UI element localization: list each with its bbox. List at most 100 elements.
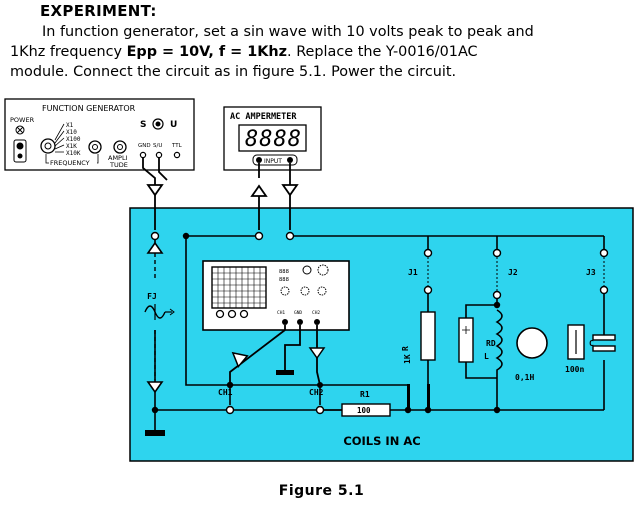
oscilloscope-knob-3[interactable] — [280, 286, 290, 296]
line2-prefix: 1Khz frequency — [10, 44, 127, 60]
module-board — [129, 207, 634, 462]
ch1-terminal — [225, 405, 235, 415]
oscilloscope-ch2-label: CH2 — [312, 310, 320, 316]
function-generator: FUNCTION GENERATOR POWER X1 X10 X100 X1K… — [4, 98, 195, 171]
line2-suffix: . Replace the Y-0016/01AC — [287, 44, 478, 60]
r-label: R — [401, 346, 410, 351]
oscilloscope-button-3[interactable] — [239, 309, 249, 319]
f-value: 1Khz — [247, 44, 288, 60]
gnd-probe-cable — [284, 325, 301, 370]
fg-plug-arrow-icon — [146, 184, 164, 197]
ammeter-input-label: INPUT — [264, 158, 282, 165]
power-lamp-cross-icon — [16, 126, 24, 134]
j3-terminal-bottom — [599, 285, 609, 295]
l-value: 0,1H — [515, 373, 534, 382]
j1-terminal-bottom — [423, 285, 433, 295]
oscilloscope: 888 888 CH1 GND CH2 — [202, 260, 350, 331]
oscilloscope-digits-1: 888 — [279, 269, 289, 275]
oscilloscope-gnd-terminal[interactable] — [297, 319, 303, 325]
r1-body — [341, 403, 391, 417]
junction-dot — [182, 232, 190, 240]
oscilloscope-button-1[interactable] — [215, 309, 225, 319]
oscilloscope-knob-5[interactable] — [317, 286, 327, 296]
oscilloscope-knob-4[interactable] — [300, 286, 310, 296]
r1-label: R1 — [360, 390, 370, 399]
waveform-switch-dot-icon — [155, 121, 161, 127]
range-x10k[interactable]: X10K — [66, 150, 81, 157]
j2-terminal-top — [492, 248, 502, 258]
f-label: f — [213, 44, 226, 60]
oscilloscope-ch2-terminal[interactable] — [314, 319, 320, 325]
ac-ammeter: AC AMPERMETER 8888 INPUT — [223, 106, 322, 171]
j1-label: J1 — [408, 268, 418, 277]
oscilloscope-ch1-label: CH1 — [277, 310, 285, 316]
capacitor-plate-bottom-icon — [592, 345, 616, 352]
gnd-terminal[interactable] — [139, 151, 147, 159]
amplitude-label-1: AMPLI — [108, 154, 128, 162]
ttl-terminal-label: TTL — [171, 143, 183, 149]
range-x1k[interactable]: X1K — [66, 143, 77, 150]
su-cable-stub — [158, 158, 168, 181]
instruction-paragraph: In function generator, set a sin wave wi… — [10, 22, 635, 82]
range-x100[interactable]: X100 — [66, 136, 81, 143]
frequency-fine-knob-center-icon — [92, 144, 98, 150]
s-label: S — [140, 120, 146, 130]
c-value: 100n — [565, 365, 584, 374]
j3-terminal-top — [599, 248, 609, 258]
junction-dot — [424, 406, 432, 414]
frequency-label: FREQUENCY — [50, 159, 90, 167]
l-label: L — [484, 352, 489, 361]
oscilloscope-ch1-terminal[interactable] — [282, 319, 288, 325]
instruction-line-3: module. Connect the circuit as in figure… — [10, 64, 457, 80]
oscilloscope-knob-2[interactable] — [317, 264, 329, 276]
ttl-terminal[interactable] — [173, 151, 181, 159]
fg-module-terminal — [150, 231, 160, 241]
ammeter-module-terminal-1 — [254, 231, 264, 241]
ch1-label: CH1 — [218, 388, 233, 397]
su-terminal[interactable] — [155, 151, 163, 159]
junction-dot — [493, 406, 501, 414]
oscilloscope-button-2[interactable] — [227, 309, 237, 319]
function-generator-title: FUNCTION GENERATOR — [42, 104, 136, 113]
probe-cables — [229, 325, 321, 386]
j2-label: J2 — [508, 268, 518, 277]
left-inner-wire — [185, 236, 408, 386]
ch1-probe-plug-icon — [231, 351, 249, 369]
range-x10[interactable]: X10 — [66, 129, 77, 136]
gnd-probe-ground-icon — [276, 370, 294, 375]
u-label: U — [170, 120, 177, 130]
ch2-probe-cable — [316, 325, 321, 386]
junction-bar-2 — [427, 384, 430, 411]
c-label: C — [589, 339, 594, 348]
module-title: COILS IN AC — [343, 434, 420, 448]
rd-bottom-wire — [465, 362, 497, 379]
oscilloscope-knob-1[interactable] — [302, 265, 312, 275]
j3-branch: J3 C 100n — [565, 268, 616, 374]
range-selector-lines — [54, 123, 65, 153]
figure-caption: Figure 5.1 — [278, 483, 365, 499]
power-label: POWER — [10, 116, 35, 124]
instruction-line-2: 1Khz frequency Epp = 10V, f = 1Khz. Repl… — [10, 42, 635, 62]
r1-resistor: R1 100 — [341, 390, 391, 417]
fj-generator-symbol: FJ — [144, 241, 175, 394]
inductor-core-icon — [516, 327, 548, 359]
range-x1[interactable]: X1 — [66, 122, 74, 129]
frequency-label-bg — [49, 159, 97, 166]
module-wiring — [154, 235, 605, 430]
ch1-probe-cable — [229, 329, 286, 385]
frequency-knob-center-icon — [44, 142, 52, 150]
ammeter-display — [238, 124, 307, 152]
fj-output-arrow-icon — [169, 308, 175, 316]
ch2-label: CH2 — [309, 388, 324, 397]
oscilloscope-gnd-label: GND — [294, 310, 302, 316]
ammeter-plug-1-arrow-icon — [250, 184, 268, 197]
gnd-terminal-label: GND — [138, 143, 151, 149]
open-terminals[interactable] — [150, 231, 609, 415]
ammeter-input-terminal-2[interactable] — [287, 157, 293, 163]
ammeter-input-terminal-1[interactable] — [256, 157, 262, 163]
capacitor-plate-top-icon — [592, 334, 616, 341]
top-cables — [142, 158, 291, 185]
equals-sign-2: = — [225, 44, 248, 60]
oscilloscope-grid — [212, 267, 266, 308]
